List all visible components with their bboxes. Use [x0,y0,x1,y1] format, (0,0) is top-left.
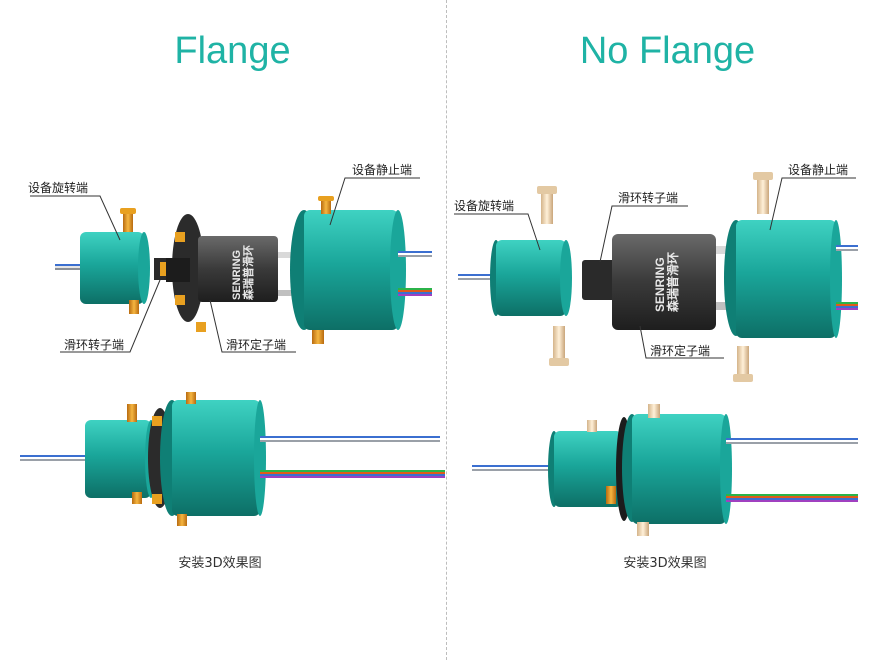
left-title: Flange [174,30,291,72]
rotor-side-block [80,232,144,304]
label-ring-rotor: 滑环转子端 [64,337,124,352]
brand-name-right: SENRING [653,257,667,312]
brand-cn-right: 森瑞普滑环 [665,252,680,312]
left-caption: 安装3D效果图 [178,556,262,571]
label-rotor-side-right: 设备旋转端 [454,198,514,213]
brand-name: SENRING [231,250,243,300]
label-rotor-side: 设备旋转端 [28,180,88,195]
label-ring-stator-right: 滑环定子端 [650,343,710,358]
brand-cn: 森瑞普滑环 [241,245,255,300]
label-stator-side-right: 设备静止端 [788,163,848,177]
slip-ring-body [198,236,278,302]
left-exploded-assembly: SENRING 森瑞普滑环 设备旋转端 设备静止端 滑环转子端 滑环定子端 [28,163,432,353]
right-title: No Flange [579,30,756,72]
label-stator-side: 设备静止端 [352,163,412,177]
label-ring-stator: 滑环定子端 [226,337,286,352]
left-assembled [20,392,445,526]
label-ring-rotor-right: 滑环转子端 [618,190,678,205]
screw-icon [123,212,133,232]
right-caption: 安装3D效果图 [623,556,707,571]
right-assembled [472,404,858,536]
panel-divider [446,0,447,660]
right-exploded-assembly: SENRING 森瑞普滑环 设备旋转端 设备静止端 滑环转子端 滑环定子端 [454,163,858,382]
stator-side-block [304,210,398,330]
